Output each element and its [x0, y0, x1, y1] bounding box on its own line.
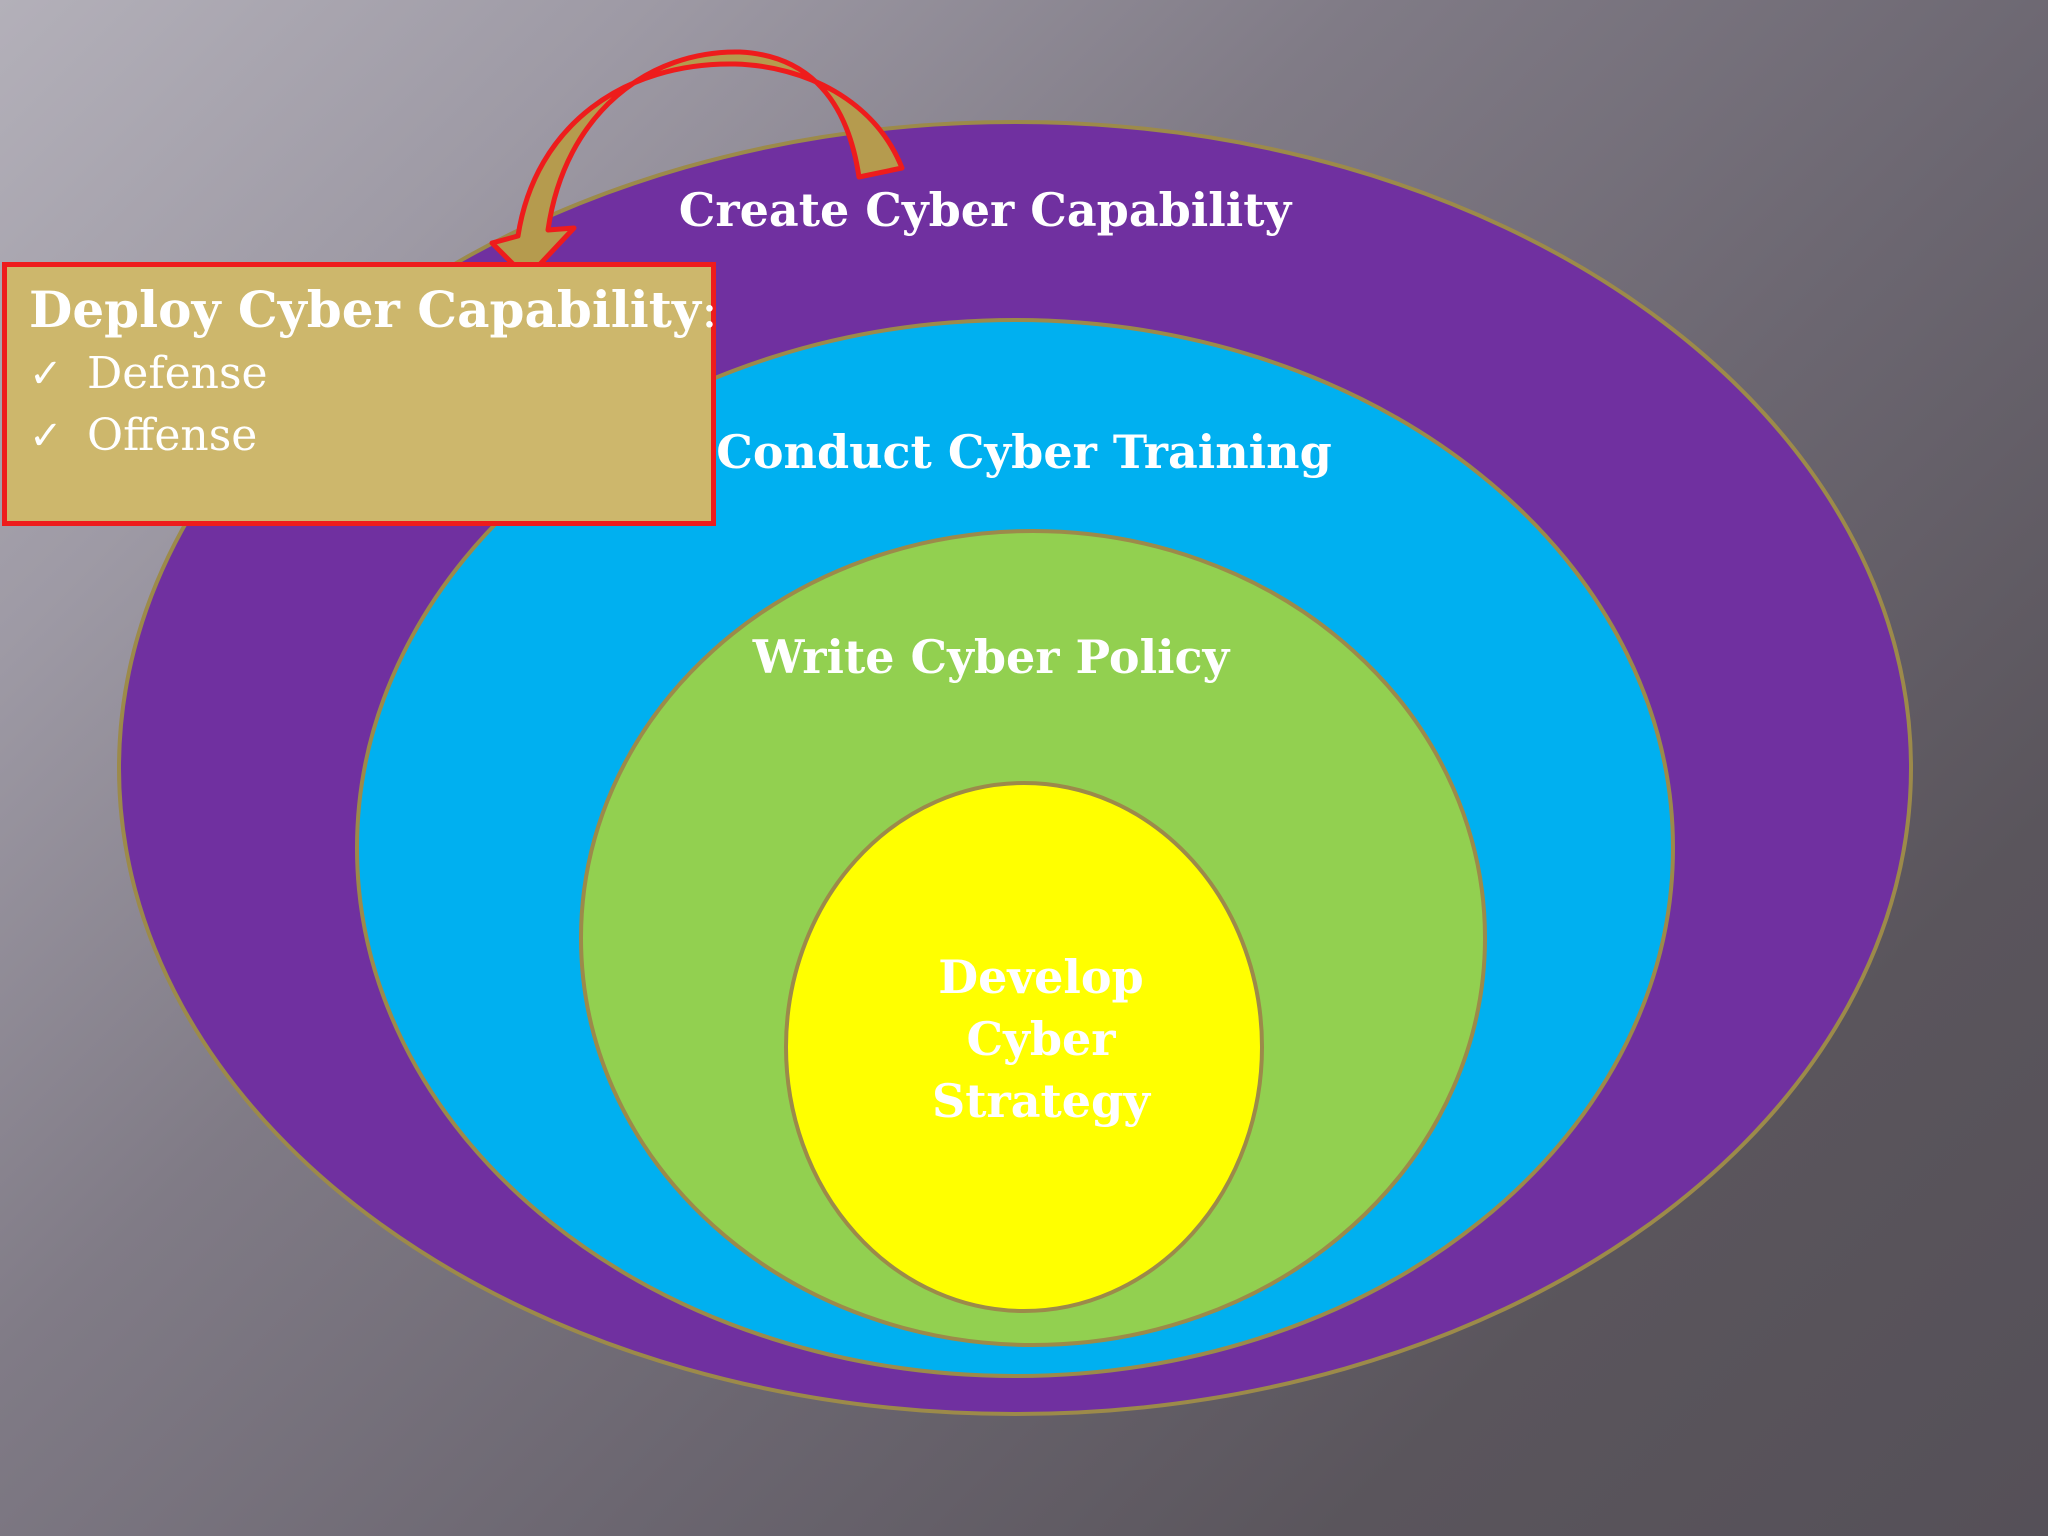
strategy-label-line-3: Strategy — [932, 1074, 1151, 1128]
conduct-training-label: Conduct Cyber Training — [716, 425, 1332, 479]
deploy-capability-box: Deploy Cyber Capability: ✓ Defense ✓ Off… — [2, 262, 718, 526]
strategy-label-line-2: Cyber — [966, 1012, 1116, 1066]
curved-arrow-icon — [489, 49, 905, 281]
create-capability-label: Create Cyber Capability — [679, 183, 1293, 237]
write-policy-label: Write Cyber Policy — [752, 630, 1231, 684]
checkmark-icon: ✓ — [29, 413, 63, 459]
deploy-item-label: Offense — [87, 410, 258, 461]
ring-develop-strategy — [784, 781, 1264, 1313]
deploy-item-label: Defense — [87, 348, 268, 399]
deploy-item-offense: ✓ Offense — [29, 405, 691, 467]
deploy-title: Deploy Cyber Capability: — [29, 277, 718, 343]
checkmark-icon: ✓ — [29, 351, 63, 397]
deploy-title-text: Deploy Cyber Capability — [29, 280, 701, 339]
strategy-label-line-1: Develop — [938, 950, 1143, 1004]
deploy-item-defense: ✓ Defense — [29, 343, 691, 405]
deploy-title-colon: : — [700, 281, 718, 339]
